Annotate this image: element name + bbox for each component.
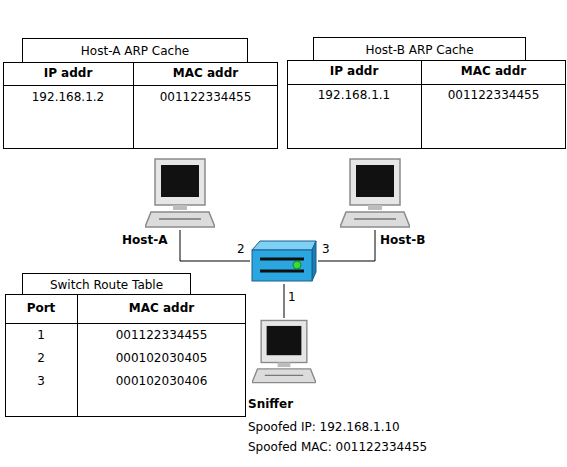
network-cable [284, 284, 285, 318]
table-cell-text: 192.168.1.1 [287, 87, 421, 103]
host-note: Spoofed MAC: 001122334455 [248, 439, 548, 455]
table-title-box: Switch Route Table [22, 273, 191, 295]
table-cell-text: 001122334455 [77, 327, 246, 343]
table-cell-text: 000102030406 [77, 373, 246, 389]
computer-node: Host-A [145, 157, 215, 230]
table-cell-text: 000102030405 [77, 350, 246, 366]
computer-icon [340, 157, 410, 230]
table-cell: Port [5, 300, 77, 316]
table-header-rule [4, 85, 277, 86]
monitor-case [261, 320, 307, 362]
switch-front [252, 250, 312, 281]
table-cell: 2 [5, 350, 77, 366]
table-cell: 001122334455 [77, 327, 246, 343]
network-switch [250, 238, 318, 284]
keyboard-slot [265, 375, 303, 376]
host-name: Host-A [122, 232, 202, 248]
host-name: Sniffer [248, 396, 448, 412]
table-title-box: Host-A ARP Cache [22, 38, 248, 63]
table-title: Host-A ARP Cache [23, 43, 247, 59]
table-cell: 3 [5, 373, 77, 389]
table-title: Switch Route Table [23, 277, 190, 293]
switch-top [252, 241, 316, 250]
switch-bar [260, 258, 304, 261]
switch-side [312, 241, 316, 281]
table-box: Host-A ARP Cache IP addrMAC addr192.168.1… [3, 38, 278, 149]
table-title-box: Host-B ARP Cache [313, 37, 526, 61]
monitor-case [350, 159, 400, 205]
table-cell-text: 3 [5, 373, 77, 389]
table-title: Host-B ARP Cache [314, 42, 525, 58]
table-box: Switch Route TablePortMAC addr1001122334… [5, 273, 246, 417]
monitor-screen [356, 165, 394, 197]
keyboard-base [145, 212, 215, 227]
table-cell: 192.168.1.1 [287, 87, 421, 103]
table-cell: 001122334455 [421, 87, 566, 103]
table-cell-text: 192.168.1.2 [3, 89, 133, 105]
table-column-rule [421, 61, 422, 148]
port-number: 3 [322, 241, 330, 257]
table-cell: MAC addr [421, 63, 566, 79]
table-column-rule [133, 63, 134, 148]
monitor-neck [368, 205, 382, 210]
network-cable [180, 230, 250, 261]
table-cell: MAC addr [133, 65, 278, 81]
table-header-rule [6, 323, 245, 324]
table-cell-text: MAC addr [77, 300, 246, 316]
port-number: 2 [237, 241, 245, 257]
computer-node: Host-B [340, 157, 410, 230]
switch-bar [260, 270, 304, 273]
host-note: Spoofed IP: 192.168.1.10 [248, 419, 548, 435]
keyboard-slot [354, 218, 396, 220]
table-cell-text: MAC addr [421, 63, 566, 79]
table-cell-text: IP addr [3, 65, 133, 81]
table-header-rule [288, 84, 565, 85]
monitor-screen [267, 326, 302, 355]
table-cell-text: MAC addr [133, 65, 278, 81]
table-column-rule [77, 295, 78, 416]
host-name: Host-B [380, 232, 460, 248]
computer-node: SnifferSpoofed IP: 192.168.1.10Spoofed M… [252, 318, 316, 386]
table-cell-text: 1 [5, 327, 77, 343]
table-cell: 000102030405 [77, 350, 246, 366]
table-box: Host-B ARP Cache IP addrMAC addr192.168.1… [287, 37, 566, 149]
table-cell-text: 001122334455 [421, 87, 566, 103]
table-cell: IP addr [3, 65, 133, 81]
monitor-screen [161, 165, 199, 197]
computer-icon [252, 318, 316, 386]
status-led [293, 261, 301, 269]
switch-icon [250, 238, 318, 284]
keyboard-base [340, 212, 410, 227]
table-cell: 1 [5, 327, 77, 343]
computer-icon [145, 157, 215, 230]
monitor-case [155, 159, 205, 205]
monitor-neck [278, 363, 291, 368]
table-cell-text: Port [5, 300, 77, 316]
table-cell: IP addr [287, 63, 421, 79]
keyboard-base [252, 369, 316, 383]
table-cell: MAC addr [77, 300, 246, 316]
table-cell-text: IP addr [287, 63, 421, 79]
table-cell: 000102030406 [77, 373, 246, 389]
table-cell: 192.168.1.2 [3, 89, 133, 105]
network-cable [318, 230, 375, 261]
table-cell-text: 001122334455 [133, 89, 278, 105]
keyboard-slot [159, 218, 201, 220]
table-cell-text: 2 [5, 350, 77, 366]
port-number: 1 [288, 289, 296, 305]
monitor-neck [173, 205, 187, 210]
table-cell: 001122334455 [133, 89, 278, 105]
